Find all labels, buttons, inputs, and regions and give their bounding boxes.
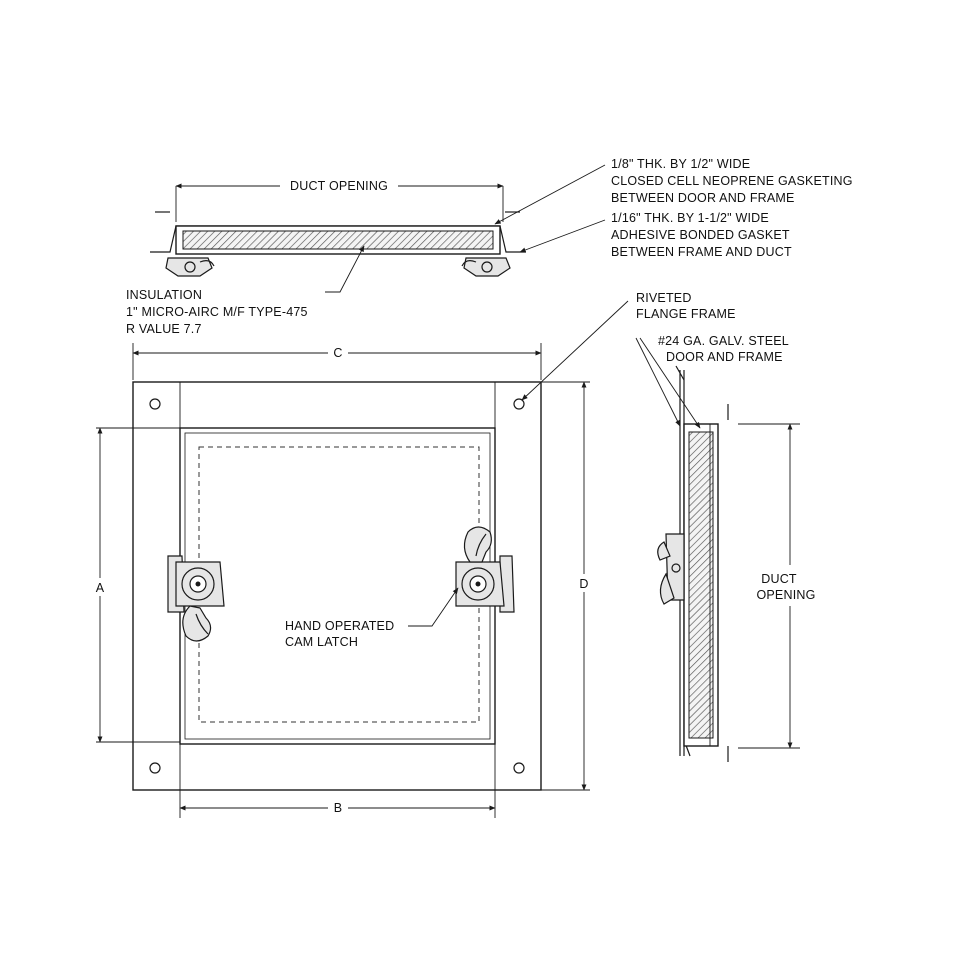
rivet-hole-bottom-right bbox=[513, 762, 525, 774]
dim-a-label: A bbox=[96, 581, 105, 595]
cam-latch-right[interactable] bbox=[455, 526, 515, 613]
side-insulation bbox=[688, 431, 714, 739]
section-latch-left bbox=[165, 257, 215, 277]
rivet-hole-top-right bbox=[513, 398, 525, 410]
dim-c-label: C bbox=[333, 346, 342, 360]
rivet-hole-top-left bbox=[149, 398, 161, 410]
note-bonded-line2: ADHESIVE BONDED GASKET bbox=[611, 228, 790, 242]
note-insulation-line2: 1" MICRO-AIRC M/F TYPE-475 bbox=[126, 305, 308, 319]
note-duct-opening-side-line1: DUCT bbox=[761, 572, 797, 586]
leader-bonded bbox=[519, 219, 606, 253]
front-view: C bbox=[96, 300, 629, 818]
note-neoprene-line2: CLOSED CELL NEOPRENE GASKETING bbox=[611, 174, 853, 188]
insulation-section bbox=[182, 230, 494, 250]
note-insulation-line1: INSULATION bbox=[126, 288, 202, 302]
leader-steel-1 bbox=[635, 337, 681, 427]
note-riveted-line2: FLANGE FRAME bbox=[636, 307, 736, 321]
top-section-view: DUCT OPENING bbox=[150, 164, 606, 293]
note-steel-line1: #24 GA. GALV. STEEL bbox=[658, 334, 789, 348]
side-flange-top-lip bbox=[675, 365, 685, 381]
note-riveted-line1: RIVETED bbox=[636, 291, 692, 305]
note-insulation-line3: R VALUE 7.7 bbox=[126, 322, 202, 336]
note-cam-latch-line1: HAND OPERATED bbox=[285, 619, 394, 633]
note-steel-line2: DOOR AND FRAME bbox=[666, 350, 783, 364]
leader-neoprene bbox=[494, 164, 606, 225]
leader-cam-latch bbox=[408, 587, 459, 627]
leader-steel-2 bbox=[639, 337, 701, 429]
note-neoprene-line3: BETWEEN DOOR AND FRAME bbox=[611, 191, 795, 205]
note-duct-opening-side-line2: OPENING bbox=[756, 588, 815, 602]
leader-insulation bbox=[325, 245, 365, 293]
rivet-hole-bottom-left bbox=[149, 762, 161, 774]
duct-opening-top-label: DUCT OPENING bbox=[290, 179, 388, 193]
note-cam-latch-line2: CAM LATCH bbox=[285, 635, 358, 649]
leader-riveted-flange bbox=[521, 300, 629, 401]
side-cam-latch bbox=[657, 533, 685, 605]
side-view bbox=[635, 337, 800, 762]
section-latch-right bbox=[461, 257, 511, 277]
dim-d-label: D bbox=[579, 577, 588, 591]
door-panel[interactable] bbox=[179, 427, 496, 745]
cam-latch-left[interactable] bbox=[167, 555, 225, 642]
note-bonded-line1: 1/16" THK. BY 1-1/2" WIDE bbox=[611, 211, 769, 225]
note-neoprene-line1: 1/8" THK. BY 1/2" WIDE bbox=[611, 157, 750, 171]
note-bonded-line3: BETWEEN FRAME AND DUCT bbox=[611, 245, 792, 259]
dim-b-label: B bbox=[334, 801, 343, 815]
